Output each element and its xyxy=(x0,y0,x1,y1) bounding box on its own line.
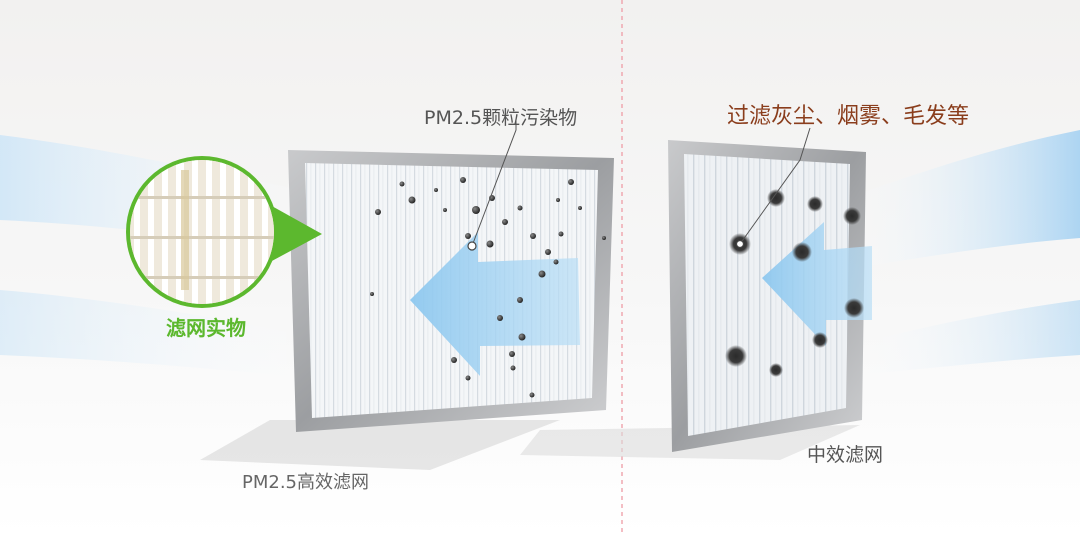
pm25-particles-label: PM2.5颗粒污染物 xyxy=(424,107,578,129)
dust-particles xyxy=(725,189,864,377)
medium-filter xyxy=(668,127,872,452)
pm-particles xyxy=(370,177,606,398)
medium-filter-name: 中效滤网 xyxy=(807,444,884,466)
left-arrow-icon xyxy=(410,232,580,376)
pm25-filter xyxy=(288,120,614,432)
dust-smoke-hair-label: 过滤灰尘、烟雾、毛发等 xyxy=(727,104,970,129)
pm25-filter-name: PM2.5高效滤网 xyxy=(242,472,370,493)
filter-material-label: 滤网实物 xyxy=(166,316,246,340)
airflow-right xyxy=(840,130,1080,375)
zoom-circle-icon xyxy=(126,156,322,308)
filter-shadow xyxy=(200,420,560,470)
left-arrow-icon xyxy=(762,222,872,346)
